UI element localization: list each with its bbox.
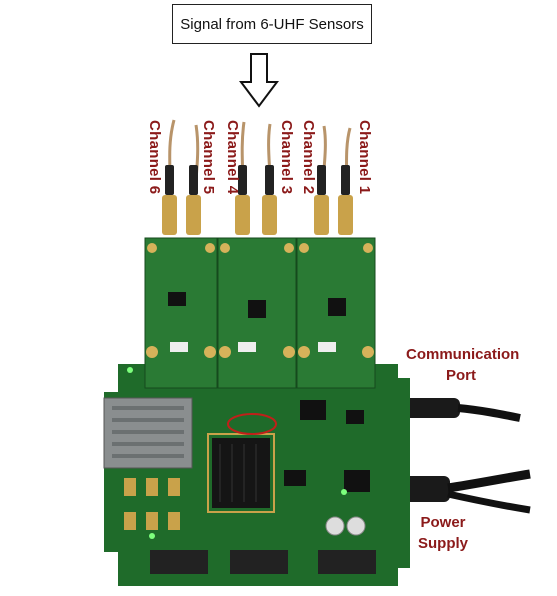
down-arrow-icon: [239, 53, 279, 108]
cable-connectors: [165, 165, 350, 195]
fpga-heatsink: [212, 438, 270, 508]
power-supply-label: Power Supply: [404, 512, 482, 554]
channel-5-label: Channel 5: [200, 120, 217, 195]
adc-board-1: [144, 237, 218, 389]
sma-connectors: [162, 195, 353, 235]
channel-2-label: Channel 2: [300, 120, 317, 195]
power-label-line1: Power: [420, 514, 466, 531]
communication-label-line2: Port: [446, 367, 476, 384]
communication-label-line1: Communication: [406, 346, 520, 363]
power-label-line2: Supply: [417, 535, 468, 552]
channel-3-label: Channel 3: [278, 120, 295, 195]
channel-1-label: Channel 1: [356, 120, 373, 195]
usb-cable: [398, 398, 521, 422]
communication-port-label: Communication Port: [406, 344, 520, 386]
channel-6-label: Channel 6: [146, 120, 163, 195]
channel-4-label: Channel 4: [224, 120, 241, 195]
signal-source-label: Signal from 6-UHF Sensors: [172, 4, 372, 44]
